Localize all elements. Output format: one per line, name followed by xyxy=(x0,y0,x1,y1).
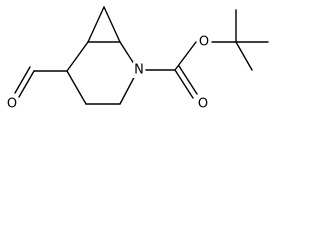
bond-cp-top-right xyxy=(103,6,121,43)
bond-c4-c5 xyxy=(66,70,87,105)
atom-o-aldehyde-label: O xyxy=(7,97,17,112)
atom-n-label: N xyxy=(134,63,144,78)
structure-canvas: N O O O xyxy=(0,0,288,121)
bond-cp-top-left xyxy=(87,6,105,43)
atom-o-ester-label: O xyxy=(199,35,209,50)
bond-c5-c6 xyxy=(66,41,89,72)
atom-o-aldehyde: O xyxy=(6,97,18,113)
bond-cho-o-1 xyxy=(18,70,35,98)
atom-n: N xyxy=(133,62,144,78)
bond-cho-o-2 xyxy=(14,66,31,94)
bond-carbonyl-oester xyxy=(174,41,197,71)
atom-o-carbonyl: O xyxy=(196,96,210,112)
molecule-structure-diagram: N O O O xyxy=(6,6,269,113)
atom-o-carbonyl-label: O xyxy=(198,97,208,112)
bond-carbonyl-o-2 xyxy=(178,65,198,95)
bond-carbonyl-o-1 xyxy=(174,69,194,99)
atom-o-ester: O xyxy=(197,34,211,50)
bond-cq-me-down xyxy=(235,41,253,71)
